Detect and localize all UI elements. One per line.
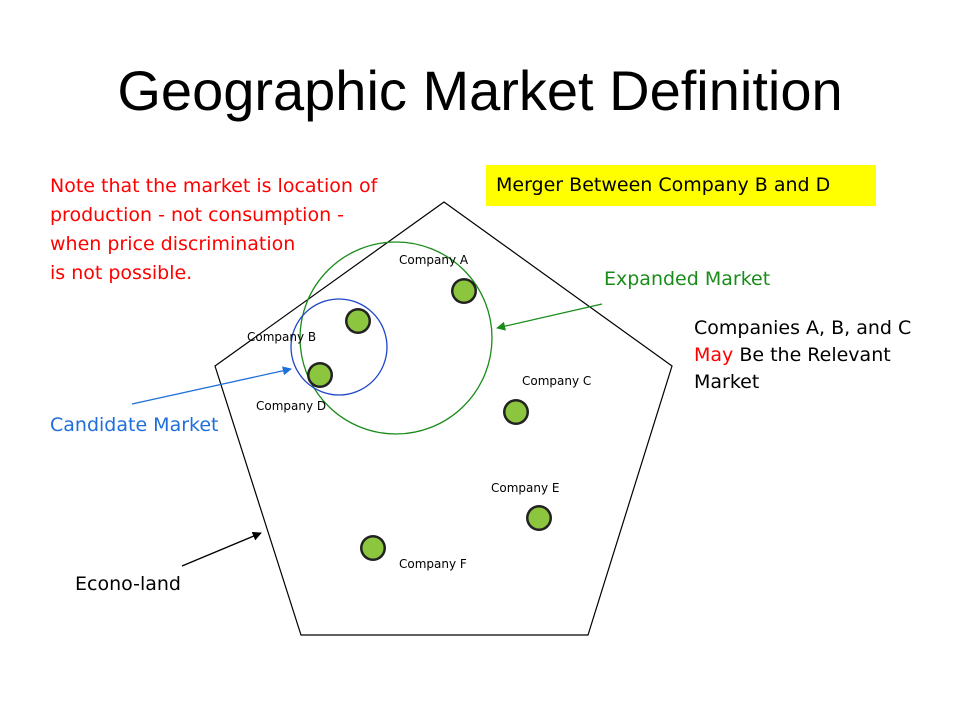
company-d-marker [307,362,333,388]
note-line: when price discrimination [50,233,296,255]
note-line: Note that the market is location of [50,175,378,197]
company-c-marker [503,399,529,425]
merger-label: Merger Between Company B and D [486,165,876,206]
expanded-market-arrow [496,303,603,331]
relevant-line-2-rest: Be the Relevant [733,344,891,366]
note-line: production - not consumption - [50,204,345,226]
expanded-market-circle [299,241,493,435]
candidate-market-label: Candidate Market [50,414,219,436]
may-emphasis: May [694,344,734,366]
relevant-market-text: Companies A, B, and C May Be the Relevan… [694,315,911,396]
econo-land-label: Econo-land [75,573,181,595]
company-f-marker [360,535,386,561]
expanded-market-label: Expanded Market [604,268,771,290]
note-text: Note that the market is location of prod… [50,172,377,288]
company-e-marker [526,505,552,531]
company-c-label: Company C [522,374,592,388]
econo-land-pentagon [214,201,673,636]
page-title: Geographic Market Definition [117,59,843,122]
relevant-line-1: Companies A, B, and C [694,317,912,339]
relevant-line-3: Market [694,371,760,393]
candidate-market-arrow [131,366,292,405]
company-a-marker [451,278,477,304]
candidate-market-circle [290,298,388,396]
company-b-marker [345,308,371,334]
company-e-label: Company E [491,481,560,495]
company-f-label: Company F [399,557,467,571]
company-a-label: Company A [399,253,469,267]
note-line: is not possible. [50,262,193,284]
company-d-label: Company D [256,399,327,413]
relevant-line-2: May Be the Relevant [694,342,911,369]
company-b-label: Company B [247,330,317,344]
econo-land-arrow [181,531,262,567]
